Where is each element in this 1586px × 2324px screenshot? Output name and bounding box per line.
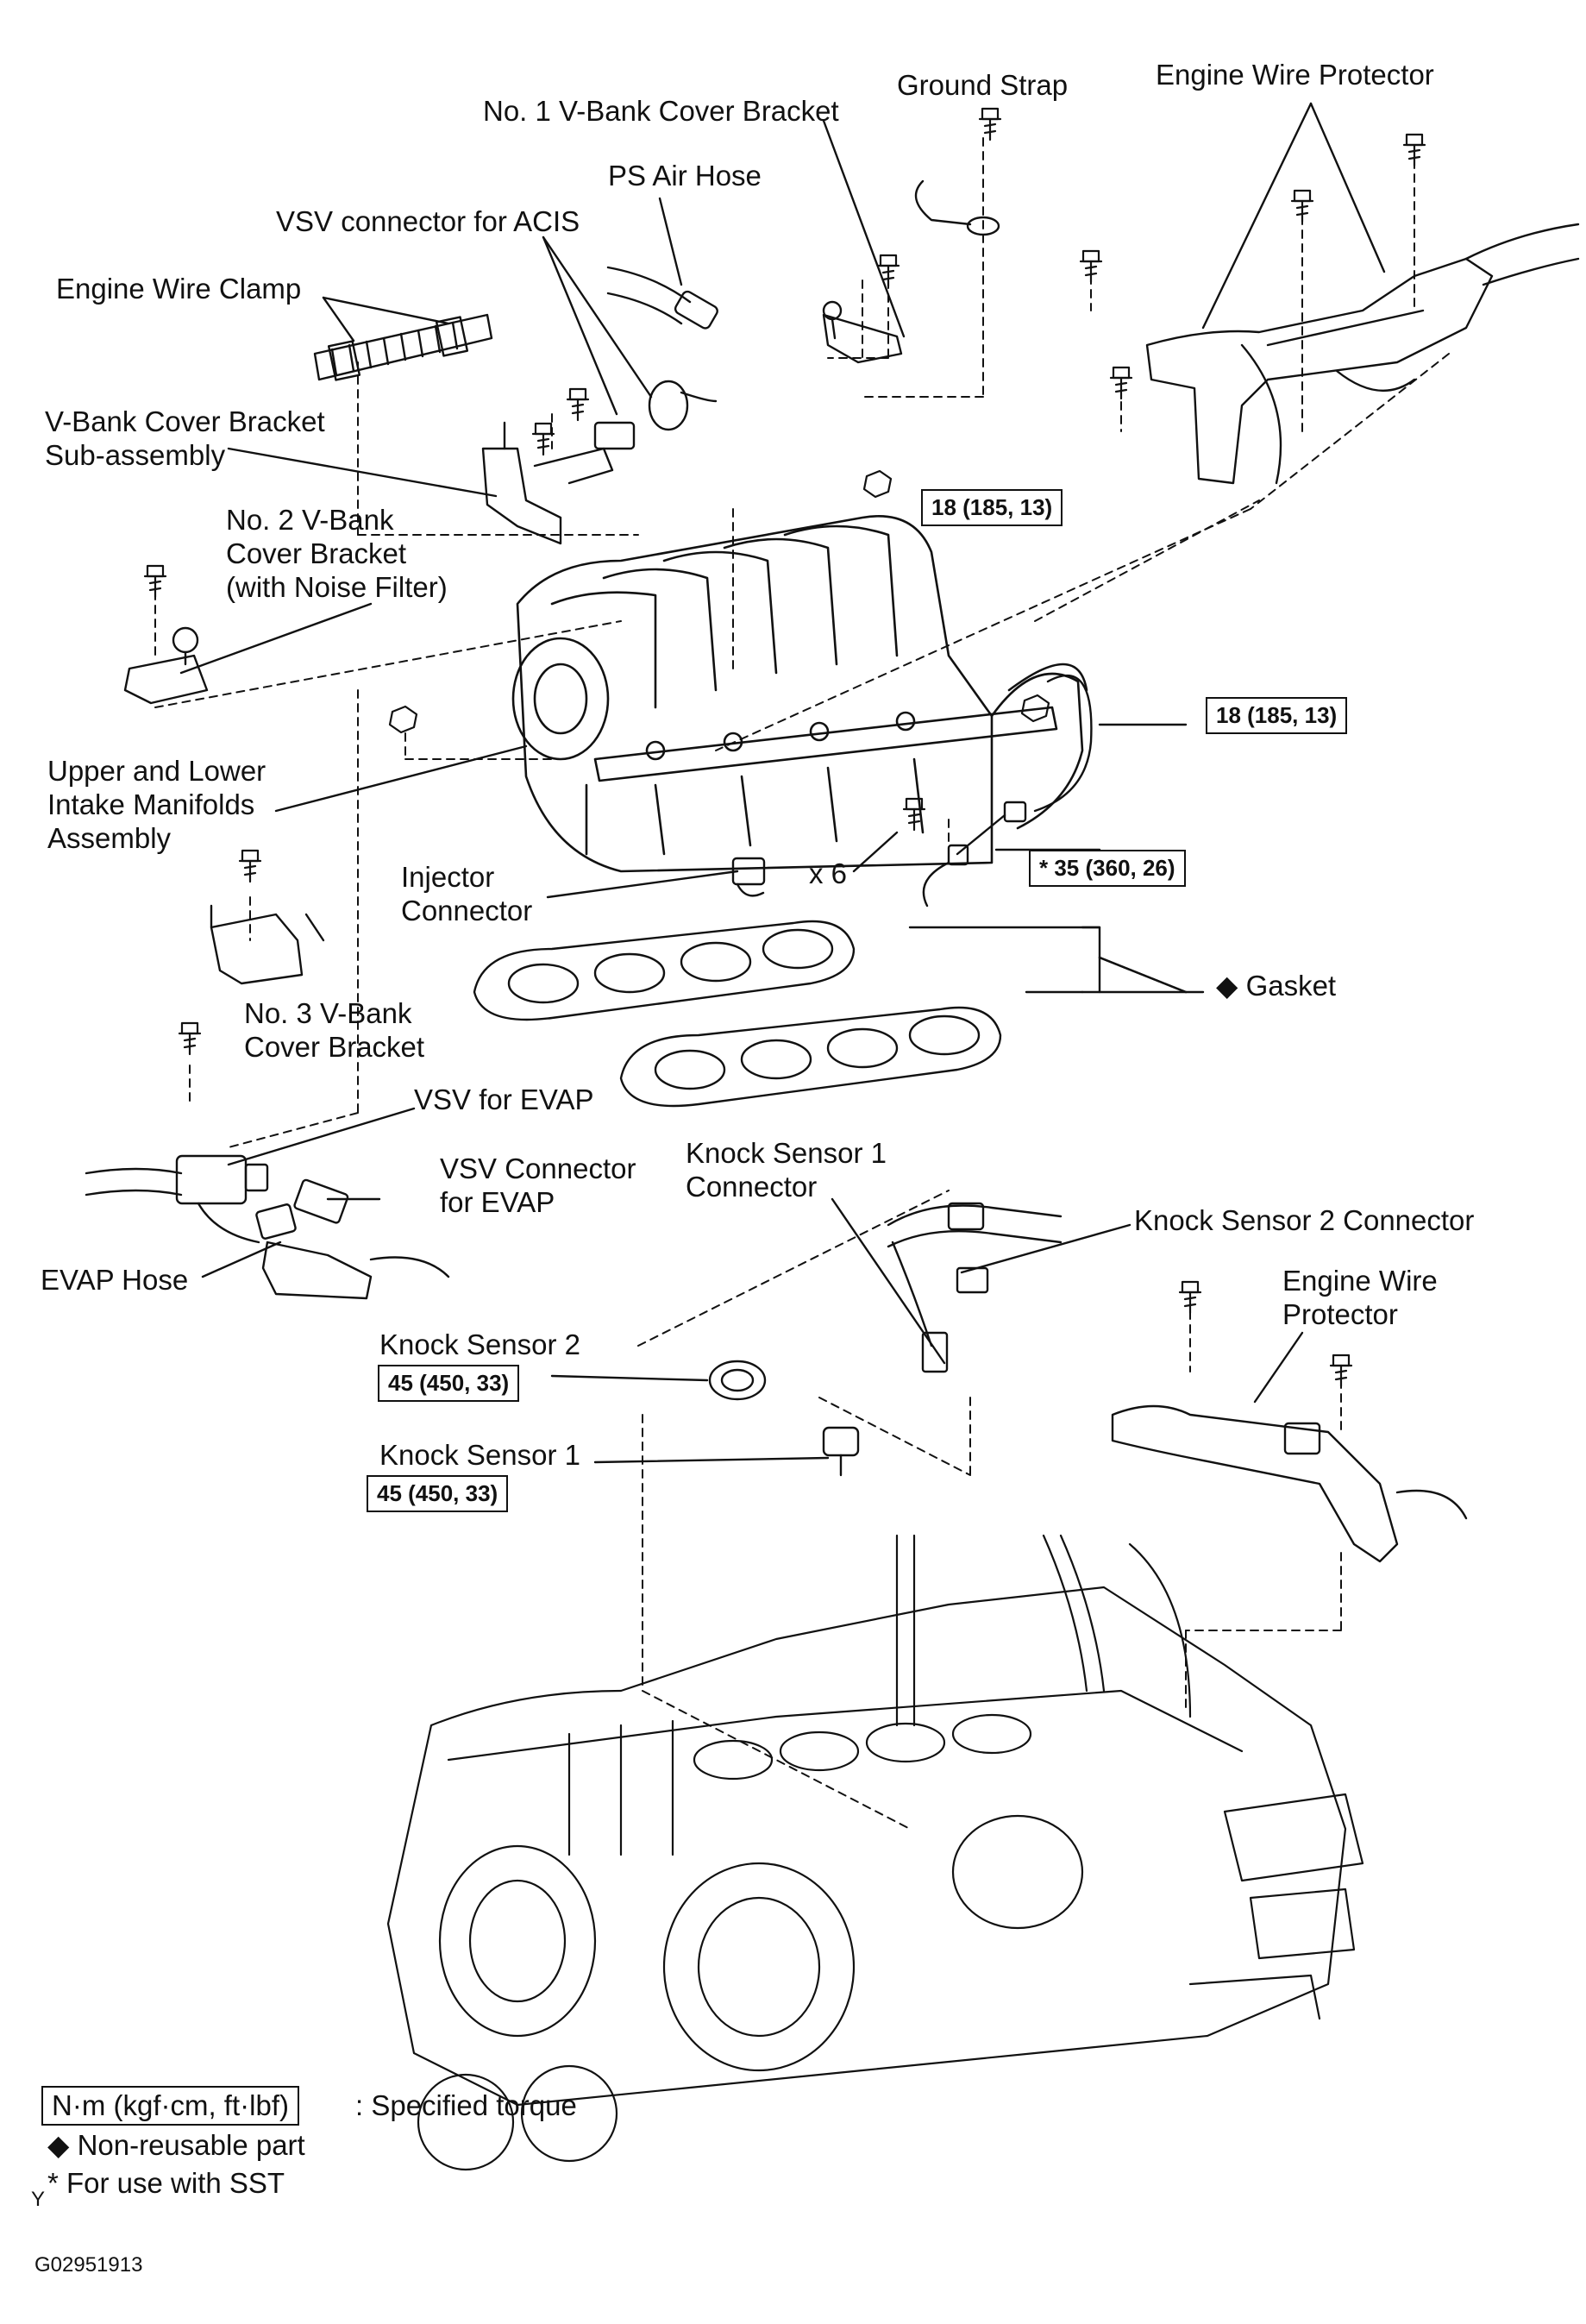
label-knock-sensor1: Knock Sensor 1 — [379, 1439, 580, 1471]
torque-box-3: * 35 (360, 26) — [1029, 850, 1186, 887]
label-injector-connector: Injector Connector — [401, 861, 533, 926]
no1-bracket-drawing — [822, 300, 903, 364]
torque-box-5: 45 (450, 33) — [367, 1475, 509, 1512]
intake-manifold-drawing — [511, 515, 1088, 873]
ground-strap-drawing — [914, 179, 1000, 236]
label-no3-vbank-cover-bracket: No. 3 V-Bank Cover Bracket — [244, 997, 425, 1063]
fuel-pipe-drawing — [922, 674, 1093, 908]
label-engine-wire-protector-top: Engine Wire Protector — [1156, 59, 1434, 91]
label-vbank-cover-bracket-subassy: V-Bank Cover Bracket Sub-assembly — [45, 405, 325, 471]
label-ps-air-hose: PS Air Hose — [608, 160, 762, 192]
label-ground-strap: Ground Strap — [897, 69, 1069, 101]
label-manifolds-assembly: Upper and Lower Intake Manifolds Assembl… — [47, 755, 266, 854]
engine-wire-clamp-drawing — [313, 313, 493, 381]
label-knock-sensor2: Knock Sensor 2 — [379, 1328, 580, 1360]
nuts — [388, 469, 1050, 734]
label-vsv-connector-acis: VSV connector for ACIS — [276, 205, 580, 237]
label-gasket: ◆ Gasket — [1216, 970, 1336, 1003]
engine-block-drawing — [386, 1534, 1364, 2171]
gaskets-drawing — [473, 920, 1002, 1108]
vbank-bracket-subassy-drawing — [481, 421, 636, 545]
ps-air-hose-drawing — [606, 266, 718, 431]
knock-sensors-drawing — [708, 1360, 860, 1477]
no3-bracket-drawing — [210, 904, 304, 985]
label-evap-hose: EVAP Hose — [41, 1264, 189, 1296]
legend-unit-box: N·m (kgf·cm, ft·lbf) — [41, 2086, 299, 2126]
label-knock-sensor1-connector: Knock Sensor 1 Connector — [686, 1137, 887, 1203]
legend-nonreusable: ◆ Non-reusable part — [47, 2129, 305, 2163]
label-knock-sensor2-connector: Knock Sensor 2 Connector — [1134, 1204, 1475, 1236]
no2-bracket-drawing — [123, 626, 209, 705]
label-engine-wire-protector-lower: Engine Wire Protector — [1282, 1265, 1438, 1330]
label-engine-wire-clamp: Engine Wire Clamp — [56, 273, 302, 305]
lower-wire-protector-drawing — [1111, 1404, 1468, 1563]
legend-specified-torque: : Specified torque — [355, 2089, 577, 2121]
leader-lines — [179, 102, 1386, 1464]
label-no2-vbank-cover-bracket: No. 2 V-Bank Cover Bracket (with Noise F… — [226, 504, 448, 603]
legend-y-mark: Y — [31, 2188, 46, 2211]
torque-box-2: 18 (185, 13) — [1206, 697, 1348, 734]
label-vsv-connector-evap: VSV Connector for EVAP — [440, 1153, 636, 1218]
torque-box-1: 18 (185, 13) — [921, 489, 1063, 526]
legend-asterisk: * — [47, 2167, 59, 2199]
diamond-symbol: ◆ — [1216, 970, 1238, 1002]
bolts — [143, 107, 1426, 1388]
vsv-evap-drawing — [85, 1154, 450, 1300]
label-x6: x 6 — [809, 857, 848, 889]
legend-nonreusable-text: Non-reusable part — [77, 2129, 305, 2161]
label-no1-vbank-cover-bracket: No. 1 V-Bank Cover Bracket — [483, 95, 839, 127]
legend-sst: * For use with SST — [47, 2167, 285, 2201]
knock-sensor-connectors-drawing — [887, 1202, 1063, 1373]
injector-connector-drawing — [731, 857, 766, 897]
gasket-text: Gasket — [1245, 970, 1337, 1002]
legend-sst-text: For use with SST — [66, 2167, 285, 2199]
label-vsv-for-evap: VSV for EVAP — [414, 1083, 594, 1115]
legend-diamond-symbol: ◆ — [47, 2129, 70, 2161]
upper-wire-protector-drawing — [1145, 223, 1580, 485]
figure-code: G02951913 — [34, 2253, 143, 2277]
torque-box-4: 45 (450, 33) — [378, 1365, 520, 1402]
